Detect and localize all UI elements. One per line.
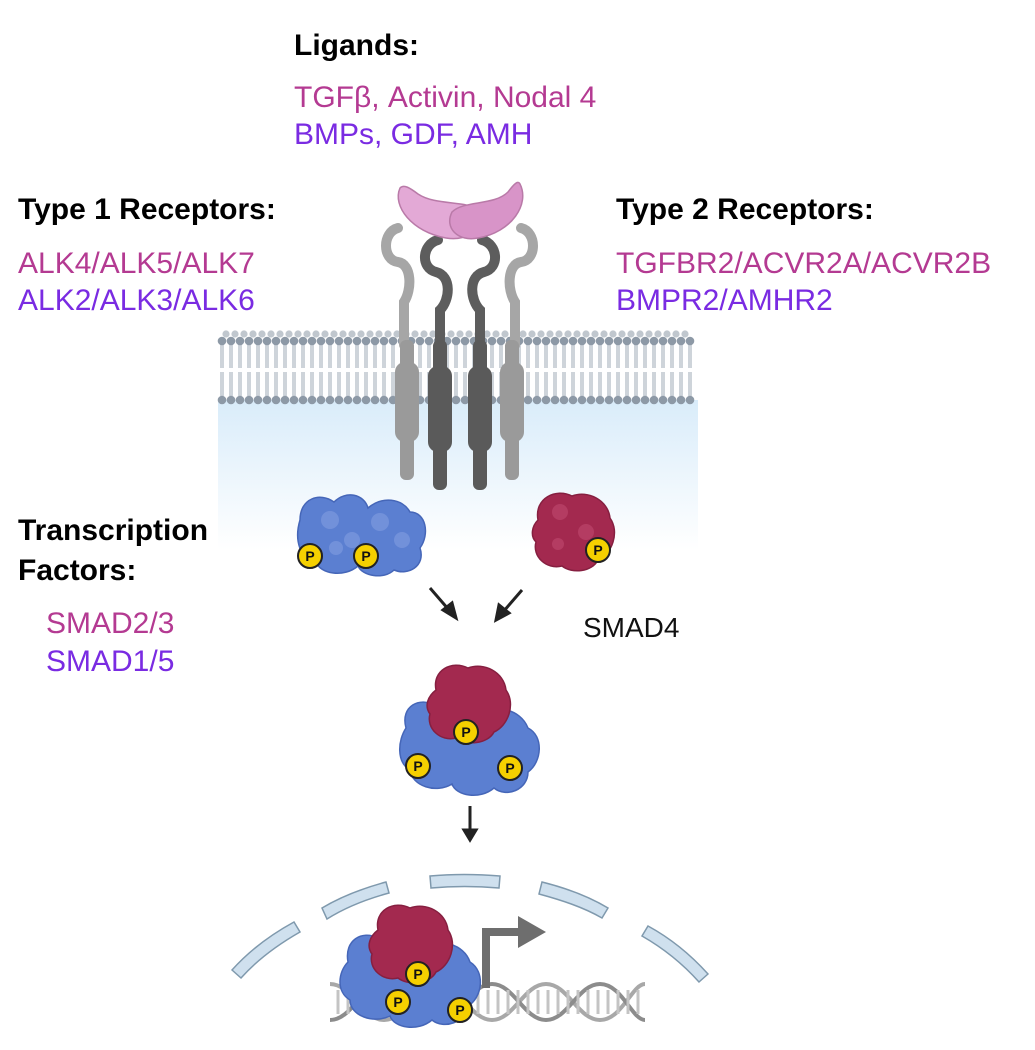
- type2-receptor-right-ectodomain: [467, 235, 500, 350]
- ligands-bmp-line: BMPs, GDF, AMH: [294, 118, 533, 151]
- phosphate-label: P: [305, 548, 314, 564]
- phosphate-icon: P: [405, 961, 431, 987]
- type2-bmp-line: BMPR2/AMHR2: [616, 284, 833, 317]
- phosphate-icon: P: [453, 719, 479, 745]
- receptor-complex: [381, 223, 538, 490]
- phosphate-label: P: [393, 994, 402, 1010]
- phosphate-icon: P: [497, 755, 523, 781]
- phosphate-label: P: [505, 760, 514, 776]
- phosphate-icon: P: [447, 997, 473, 1023]
- smad-complex-cytoplasm: [399, 664, 540, 796]
- type1-receptor-right-kinase: [500, 362, 524, 442]
- type2-receptor-right-kinase: [468, 366, 492, 452]
- ligands-tgf-line: TGFβ, Activin, Nodal 4: [294, 81, 597, 114]
- phosphate-label: P: [361, 548, 370, 564]
- phosphate-label: P: [413, 966, 422, 982]
- cytoplasm-region: [218, 400, 698, 550]
- ligand-dimer: [397, 181, 524, 240]
- type2-tgf-line: TGFBR2/ACVR2A/ACVR2B: [616, 247, 992, 280]
- type1-heading: Type 1 Receptors:: [18, 193, 276, 226]
- type2-receptor-left-ectodomain: [420, 235, 453, 350]
- type1-bmp-line: ALK2/ALK3/ALK6: [18, 284, 255, 317]
- type2-heading: Type 2 Receptors:: [616, 193, 874, 226]
- tf-heading-line1: Transcription: [18, 514, 209, 547]
- phosphate-icon: P: [353, 543, 379, 569]
- arrows: [428, 587, 524, 843]
- phosphate-icon: P: [385, 989, 411, 1015]
- receptor-smad-dimer: [296, 494, 427, 577]
- type2-receptor-left-kinase: [428, 366, 452, 452]
- nuclear-envelope: [230, 873, 710, 984]
- phosphate-label: P: [461, 724, 470, 740]
- tf-heading-line2: Factors:: [18, 554, 137, 587]
- type1-receptor-left-ectodomain: [381, 223, 415, 350]
- arrow-smad4-to-complex: [501, 589, 524, 613]
- cell-membrane: [217, 330, 698, 405]
- ligands-heading: Ligands:: [294, 29, 419, 62]
- phosphate-icon: P: [405, 753, 431, 779]
- type1-tgf-line: ALK4/ALK5/ALK7: [18, 247, 255, 280]
- type1-receptor-left-kinase: [395, 362, 419, 442]
- tf-tgf-line: SMAD2/3: [46, 607, 175, 640]
- phosphate-label: P: [455, 1002, 464, 1018]
- tf-bmp-line: SMAD1/5: [46, 645, 175, 678]
- transcription-start-arrow: [482, 928, 522, 988]
- phosphate-icon: P: [585, 537, 611, 563]
- smad4-label: SMAD4: [583, 612, 680, 643]
- phosphate-label: P: [593, 542, 602, 558]
- phosphate-label: P: [413, 758, 422, 774]
- phosphate-icon: P: [297, 543, 323, 569]
- type1-receptor-right-ectodomain: [504, 223, 538, 350]
- transcription-arrow-head: [518, 916, 546, 948]
